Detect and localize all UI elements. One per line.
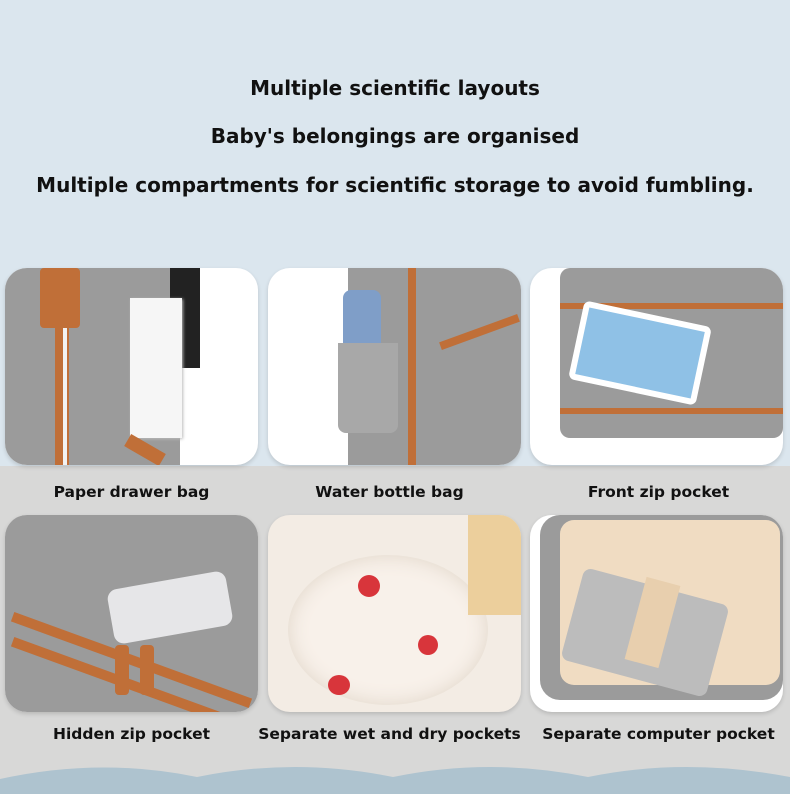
paper-drawer-photo <box>5 268 258 465</box>
computer-pocket-label: Separate computer pocket <box>542 725 775 743</box>
heading-2: Baby's belongings are organised <box>210 124 580 148</box>
heading-3: Multiple compartments for scientific sto… <box>36 173 754 197</box>
water-bottle-label: Water bottle bag <box>315 483 464 501</box>
water-bottle-photo <box>268 268 521 465</box>
wet-dry-photo <box>268 515 521 712</box>
front-zip-label: Front zip pocket <box>587 483 730 501</box>
hidden-zip-photo <box>5 515 258 712</box>
heading-1: Multiple scientific layouts <box>250 76 540 100</box>
wet-dry-label: Separate wet and dry pockets <box>258 725 521 743</box>
paper-drawer-label: Paper drawer bag <box>53 483 210 501</box>
computer-pocket-photo <box>530 515 783 712</box>
front-zip-photo <box>530 268 783 465</box>
decorative-wave <box>0 767 790 794</box>
hidden-zip-label: Hidden zip pocket <box>53 725 210 743</box>
